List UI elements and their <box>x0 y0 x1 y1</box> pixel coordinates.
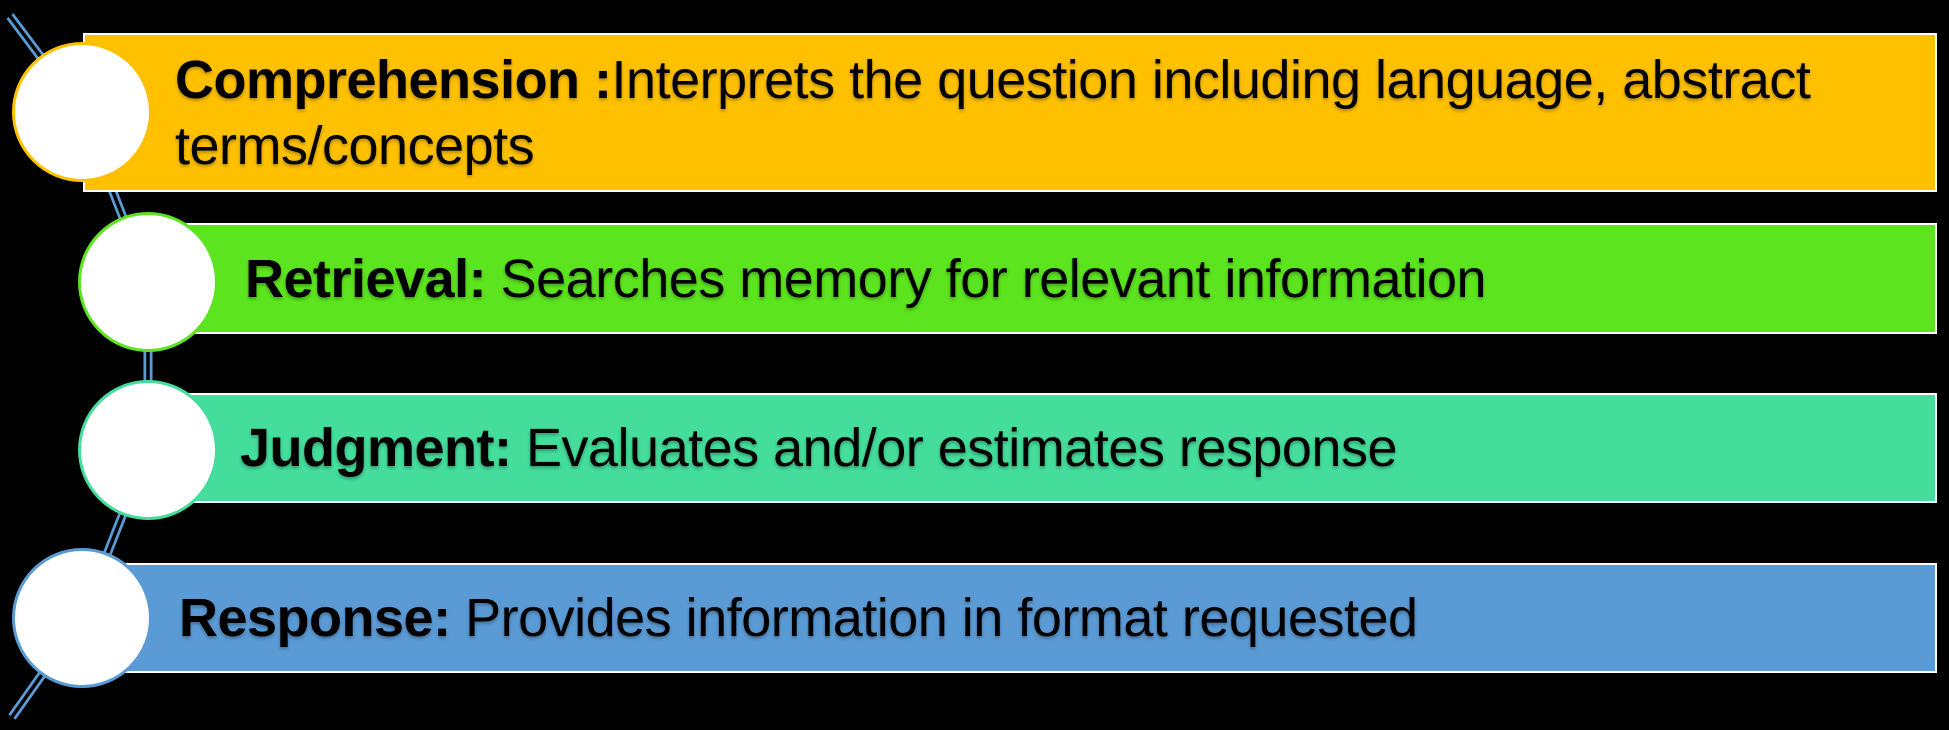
step-bar-retrieval: Retrieval: Searches memory for relevant … <box>150 223 1937 334</box>
step-label-comprehension: Comprehension : <box>175 49 612 110</box>
step-bar-comprehension: Comprehension :Interprets the question i… <box>83 33 1937 192</box>
step-label-response: Response: <box>179 588 451 648</box>
step-description-retrieval: Searches memory for relevant information <box>486 248 1487 309</box>
step-circle-comprehension <box>12 42 152 182</box>
step-text-response: Response: Provides information in format… <box>179 585 1418 651</box>
step-text-comprehension: Comprehension :Interprets the question i… <box>175 47 1855 179</box>
step-text-retrieval: Retrieval: Searches memory for relevant … <box>245 246 1487 312</box>
step-description-response: Provides information in format requested <box>450 588 1418 648</box>
step-bar-judgment: Judgment: Evaluates and/or estimates res… <box>150 393 1937 503</box>
step-description-judgment: Evaluates and/or estimates response <box>511 418 1397 478</box>
step-bar-response: Response: Provides information in format… <box>115 563 1937 673</box>
step-circle-response <box>12 548 152 688</box>
step-text-judgment: Judgment: Evaluates and/or estimates res… <box>240 415 1397 481</box>
step-circle-retrieval <box>78 212 218 352</box>
step-label-retrieval: Retrieval: <box>245 248 487 309</box>
step-description-comprehension: Interprets the question including langua… <box>175 49 1825 176</box>
step-label-judgment: Judgment: <box>240 418 512 478</box>
step-circle-judgment <box>78 380 218 520</box>
